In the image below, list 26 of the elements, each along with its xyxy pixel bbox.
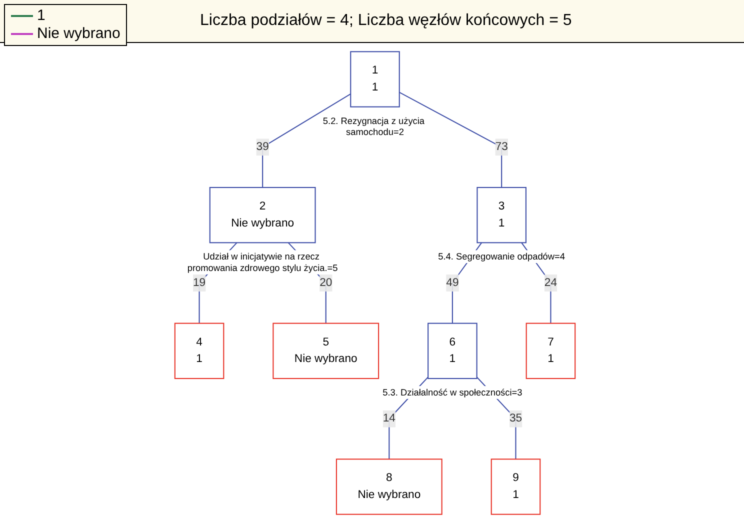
node-box: 5 Nie wybrano xyxy=(272,322,380,380)
edge-label: 39 xyxy=(256,140,269,153)
edge-label: 14 xyxy=(382,412,396,424)
edge-label: 35 xyxy=(509,412,522,424)
node-box: 2 Nie wybrano xyxy=(209,186,316,244)
split-condition: 5.4. Segregowanie odpadów=4 xyxy=(438,252,566,262)
node-box: 9 1 xyxy=(490,458,541,515)
edge-label: 24 xyxy=(544,276,558,289)
connector xyxy=(262,94,351,188)
edge-label: 49 xyxy=(446,276,459,289)
split-condition: 5.2. Rezygnacja z użycia samochodu=2 xyxy=(322,116,425,138)
legend-label: Nie wybrano xyxy=(37,25,120,43)
connector xyxy=(399,92,502,188)
edge-label: 20 xyxy=(320,276,332,289)
split-condition: Udział w inicjatywie na rzecz promowania zdrowego stylu życia.=5 xyxy=(187,252,338,273)
node-box: 4 1 xyxy=(174,322,224,380)
node-box: 1 1 xyxy=(350,51,400,108)
split-condition: 5.3. Działalność w społeczności=3 xyxy=(382,387,522,398)
node-box: 8 Nie wybrano xyxy=(336,458,442,515)
edge-label: 73 xyxy=(495,140,508,153)
node-box: 3 1 xyxy=(476,186,526,244)
chart-title: Liczba podziałów = 4; Liczba węzłów końcowych = 5 xyxy=(200,12,572,30)
node-box: 6 1 xyxy=(428,322,478,380)
legend-label: 1 xyxy=(37,7,46,25)
edge-label: 19 xyxy=(192,276,206,289)
node-box: 7 1 xyxy=(526,322,576,380)
